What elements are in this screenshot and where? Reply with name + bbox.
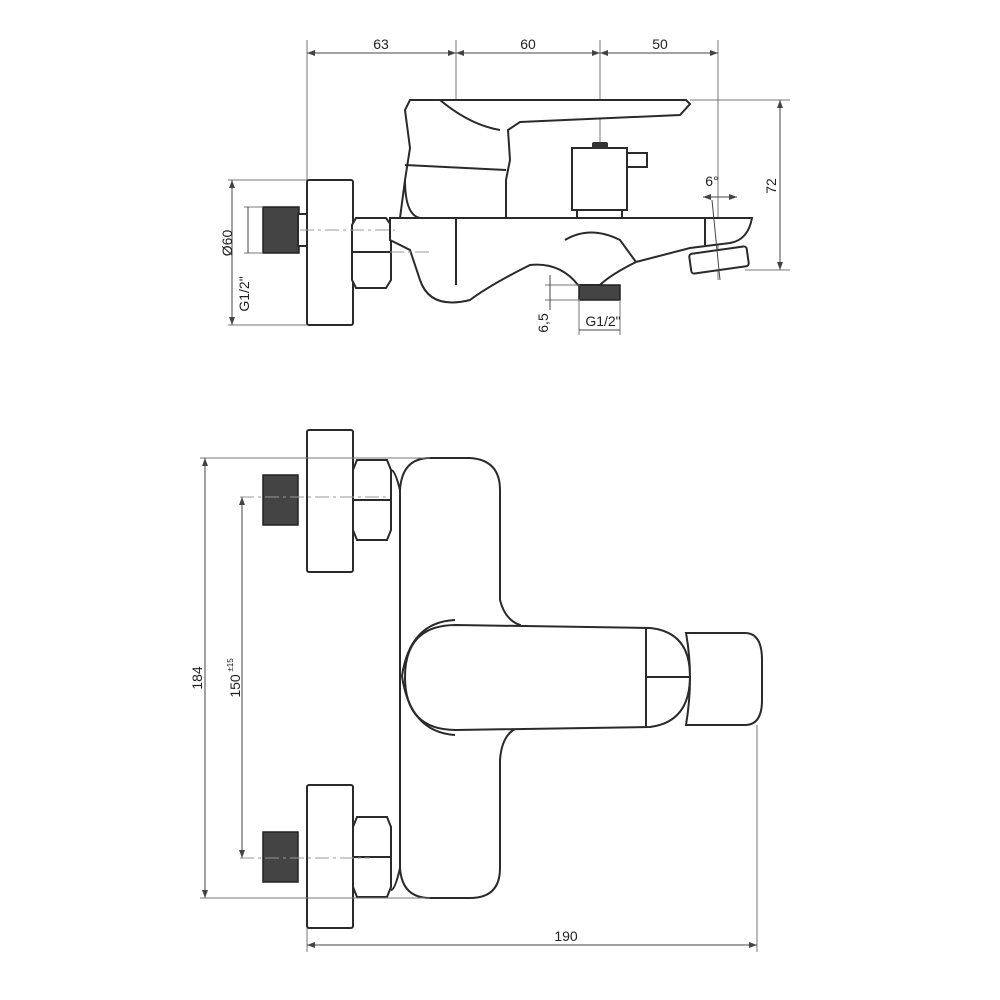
diverter-pin	[626, 152, 648, 168]
wall-flange-lower	[306, 784, 354, 929]
inlet-thread-lower	[262, 831, 299, 883]
wall-flange	[306, 179, 354, 326]
knob-cap	[592, 142, 608, 149]
spout	[389, 217, 754, 304]
spout-end-top	[684, 632, 763, 726]
dim-label-50: 50	[652, 36, 668, 52]
dim-label-184: 184	[189, 666, 205, 690]
inlet-thread-label: G1/2"	[236, 276, 252, 311]
outlet-thread-label: G1/2"	[585, 313, 620, 329]
dim-label-63: 63	[373, 36, 389, 52]
dim-label-72: 72	[763, 178, 779, 194]
outlet-depth-label: 6,5	[535, 313, 551, 333]
dim-label-190: 190	[554, 928, 578, 944]
side-view: 63 60 50 72	[219, 36, 790, 335]
outlet-thread	[578, 284, 621, 301]
dim-label-150: 150	[227, 674, 243, 698]
wall-flange-upper	[306, 429, 354, 573]
inlet-thread-upper	[262, 474, 299, 526]
inlet-thread	[262, 206, 300, 254]
aerator-nozzle	[688, 245, 750, 275]
dim-label-60: 60	[520, 36, 536, 52]
top-view: 184 150 ±15 190	[189, 429, 763, 952]
mixer-body	[390, 99, 692, 219]
dim-tolerance-150: ±15	[226, 658, 235, 672]
dim-label-diameter-60: Ø60	[219, 230, 235, 257]
angle-label-6: 6°	[705, 173, 718, 189]
diverter-knob	[571, 147, 628, 211]
